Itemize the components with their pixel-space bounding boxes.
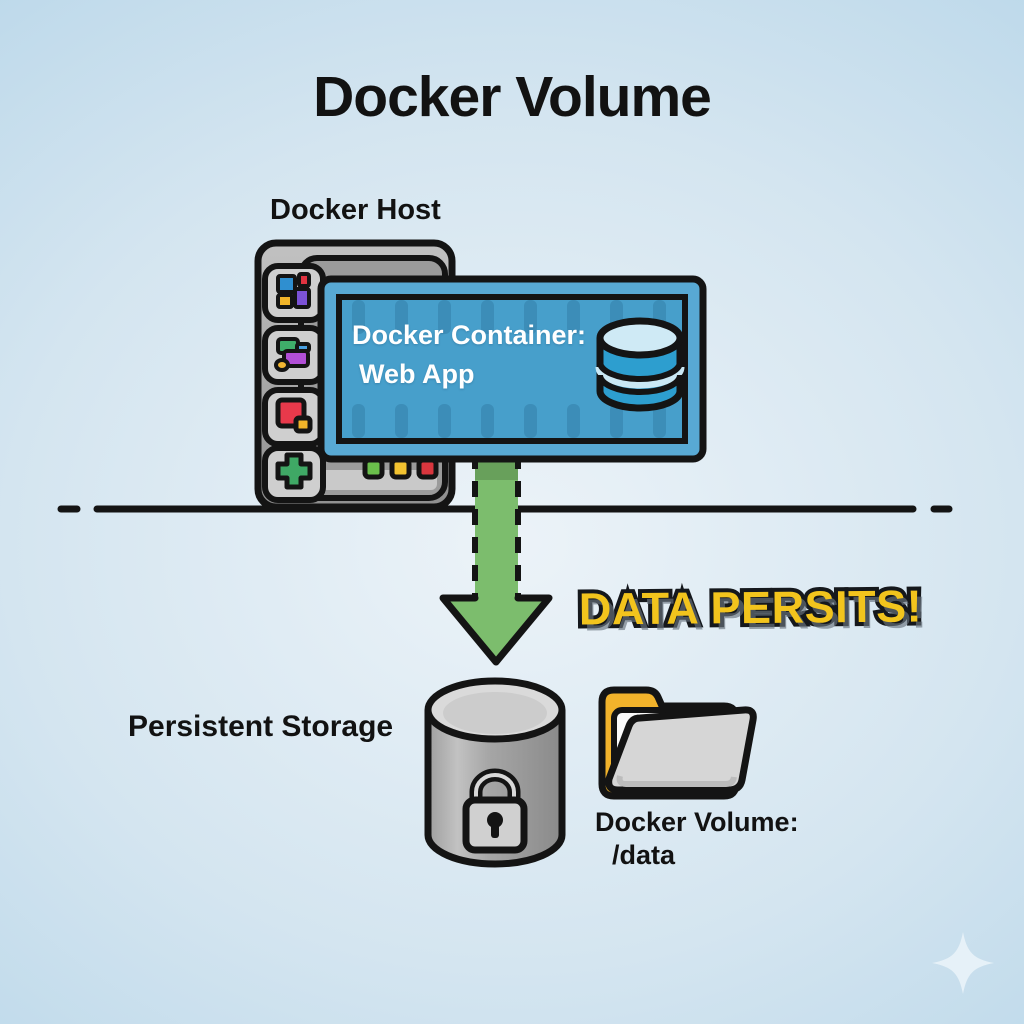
docker-volume-label: Docker Volume: /data <box>595 806 799 872</box>
container-label: Docker Container: Web App <box>352 316 586 394</box>
data-persists-callout: DATA PERSITS! <box>575 577 927 639</box>
shipping-container-icon <box>317 275 707 463</box>
server-slot-4 <box>262 445 326 503</box>
persistent-storage-label: Persistent Storage <box>128 710 394 743</box>
server-slot-2 <box>262 325 326 385</box>
database-cylinder-icon <box>595 317 685 412</box>
server-slot-3 <box>262 387 326 447</box>
status-leds <box>362 457 439 480</box>
container-title: Docker Container: <box>352 320 587 350</box>
server-slot-1 <box>262 263 326 323</box>
volume-name: Docker Volume: <box>595 807 799 837</box>
lock-icon <box>462 768 528 854</box>
sparkle-icon <box>932 932 994 994</box>
open-folder-icon <box>598 686 757 800</box>
volume-path: /data <box>612 840 676 870</box>
storage-cylinder-icon <box>424 677 566 868</box>
container-subtitle: Web App <box>359 359 475 389</box>
dashed-arrow-down-icon <box>439 453 553 666</box>
docker-host-label: Docker Host <box>270 194 441 226</box>
page-title: Docker Volume <box>313 65 712 129</box>
